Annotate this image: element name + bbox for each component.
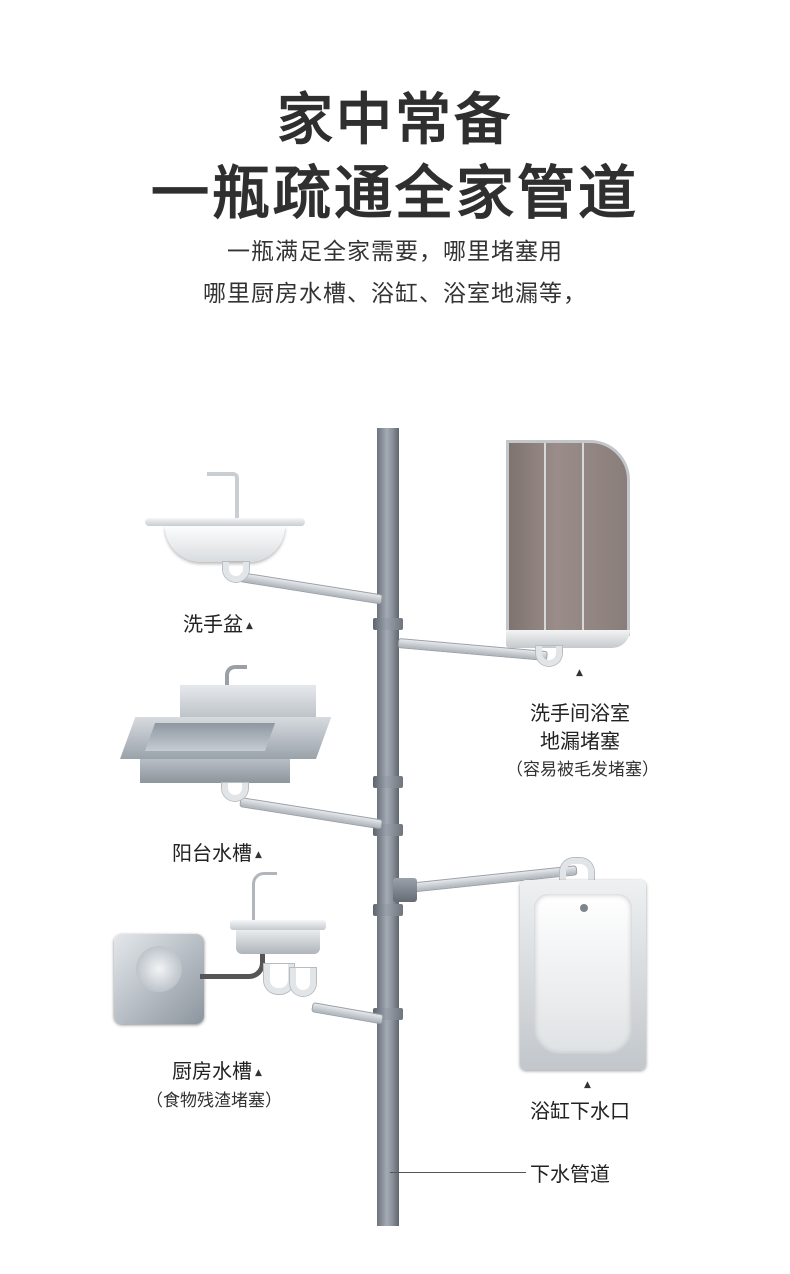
- faucet-icon: [207, 472, 239, 524]
- triangle-marker-icon: ▲: [255, 1067, 262, 1078]
- label-bathroom-line2: 地漏堵塞: [540, 729, 620, 753]
- triangle-marker-icon: ▲: [576, 668, 583, 678]
- tee-joint: [393, 878, 417, 902]
- faucet-icon: [252, 872, 277, 923]
- balcony-sink-image: [120, 665, 332, 801]
- label-wash-basin: 洗手盆▲: [183, 608, 253, 637]
- leader-line: [390, 1172, 526, 1173]
- label-text: 厨房水槽: [172, 1059, 252, 1083]
- pipe-coupling: [373, 618, 403, 630]
- label-bathtub-drain: 浴缸下水口: [530, 1099, 630, 1123]
- page-title: 家中常备: [277, 88, 513, 153]
- label-drain-pipe: 下水管道: [530, 1162, 610, 1186]
- label-kitchen-sink-note: （食物残渣堵塞）: [146, 1091, 282, 1111]
- drain-icon: [580, 904, 588, 912]
- triangle-marker-icon: ▲: [255, 849, 262, 860]
- kitchen-sink-image: [114, 872, 329, 1027]
- label-kitchen-sink: 厨房水槽▲: [172, 1055, 262, 1084]
- pipe-coupling: [373, 904, 403, 916]
- page-headline: 一瓶疏通全家管道: [150, 159, 639, 227]
- label-balcony-sink: 阳台水槽▲: [172, 837, 262, 866]
- pipe-coupling: [373, 776, 403, 788]
- triangle-marker-icon: ▲: [246, 620, 253, 631]
- bathtub-image: [520, 858, 650, 1072]
- label-text: 洗手盆: [183, 612, 243, 636]
- label-text: 阳台水槽: [172, 841, 252, 865]
- label-bathroom-line1: 洗手间浴室: [530, 701, 630, 725]
- label-bathroom-note: （容易被毛发堵塞）: [506, 760, 659, 780]
- subtitle-line-1: 一瓶满足全家需要，哪里堵塞用: [227, 239, 563, 265]
- shower-room-image: [506, 440, 630, 666]
- wash-basin-image: [145, 470, 305, 582]
- triangle-marker-icon: ▲: [584, 1080, 591, 1090]
- faucet-icon: [225, 665, 247, 699]
- balcony-branch-pipe: [239, 797, 384, 830]
- subtitle-line-2: 哪里厨房水槽、浴缸、浴室地漏等，: [203, 281, 587, 307]
- basin-branch-pipe: [239, 572, 384, 605]
